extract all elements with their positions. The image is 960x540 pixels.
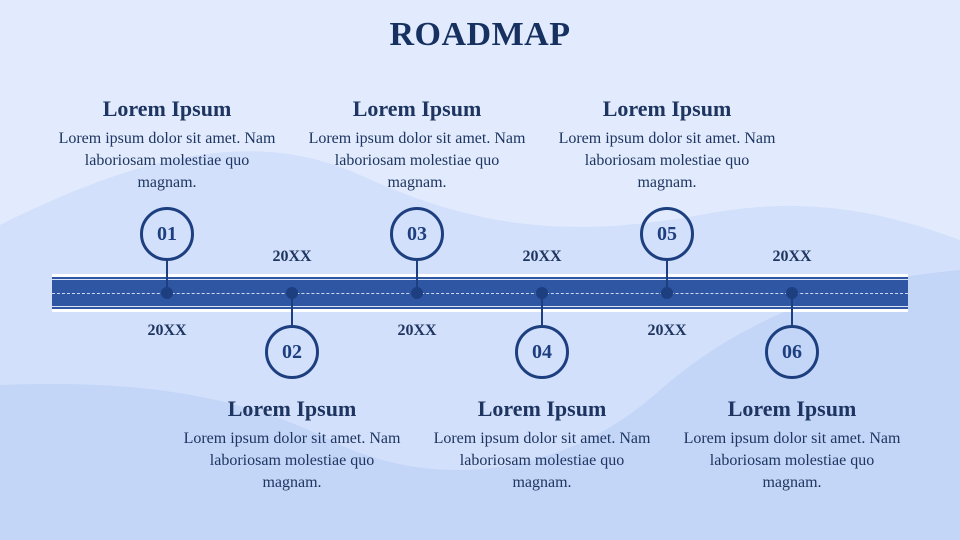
road-edge-line-bottom	[52, 306, 908, 307]
milestone-number-badge: 03	[390, 207, 444, 261]
milestone-stem	[166, 259, 168, 293]
road-center-dashes	[52, 293, 908, 294]
milestone-description: Lorem ipsum dolor sit amet. Nam laborios…	[58, 130, 276, 191]
milestone-heading: Lorem Ipsum	[352, 96, 482, 121]
milestone-heading: Lorem Ipsum	[227, 396, 357, 421]
milestone-heading: Lorem Ipsum	[477, 396, 607, 421]
milestone-number-badge: 05	[640, 207, 694, 261]
road-edge-line-top	[52, 279, 908, 280]
milestone-dot	[411, 287, 423, 299]
milestone-year: 20XX	[147, 322, 187, 339]
milestone-stem	[541, 293, 543, 326]
milestone-block-03: Lorem Ipsum Lorem ipsum dolor sit amet. …	[307, 96, 527, 194]
milestone-stem	[666, 259, 668, 293]
milestone-description: Lorem ipsum dolor sit amet. Nam laborios…	[183, 430, 401, 491]
milestone-heading: Lorem Ipsum	[102, 96, 232, 121]
milestone-year: 20XX	[647, 322, 687, 339]
milestone-heading: Lorem Ipsum	[727, 396, 857, 421]
milestone-number-badge: 04	[515, 325, 569, 379]
milestone-dot	[161, 287, 173, 299]
milestone-dot	[661, 287, 673, 299]
milestone-year: 20XX	[522, 248, 562, 265]
milestone-stem	[416, 259, 418, 293]
milestone-dot	[286, 287, 298, 299]
milestone-block-05: Lorem Ipsum Lorem ipsum dolor sit amet. …	[557, 96, 777, 194]
milestone-block-06: Lorem Ipsum Lorem ipsum dolor sit amet. …	[682, 396, 902, 494]
milestone-number-badge: 06	[765, 325, 819, 379]
milestone-number-badge: 02	[265, 325, 319, 379]
milestone-block-02: Lorem Ipsum Lorem ipsum dolor sit amet. …	[182, 396, 402, 494]
milestone-year: 20XX	[272, 248, 312, 265]
milestone-description: Lorem ipsum dolor sit amet. Nam laborios…	[683, 430, 901, 491]
milestone-stem	[291, 293, 293, 326]
milestone-stem	[791, 293, 793, 326]
milestone-description: Lorem ipsum dolor sit amet. Nam laborios…	[558, 130, 776, 191]
milestone-year: 20XX	[397, 322, 437, 339]
milestone-description: Lorem ipsum dolor sit amet. Nam laborios…	[308, 130, 526, 191]
milestone-number-badge: 01	[140, 207, 194, 261]
milestone-block-04: Lorem Ipsum Lorem ipsum dolor sit amet. …	[432, 396, 652, 494]
milestone-block-01: Lorem Ipsum Lorem ipsum dolor sit amet. …	[57, 96, 277, 194]
page-title: ROADMAP	[389, 16, 571, 53]
milestone-year: 20XX	[772, 248, 812, 265]
milestone-description: Lorem ipsum dolor sit amet. Nam laborios…	[433, 430, 651, 491]
milestone-heading: Lorem Ipsum	[602, 96, 732, 121]
milestone-dot	[536, 287, 548, 299]
milestone-dot	[786, 287, 798, 299]
